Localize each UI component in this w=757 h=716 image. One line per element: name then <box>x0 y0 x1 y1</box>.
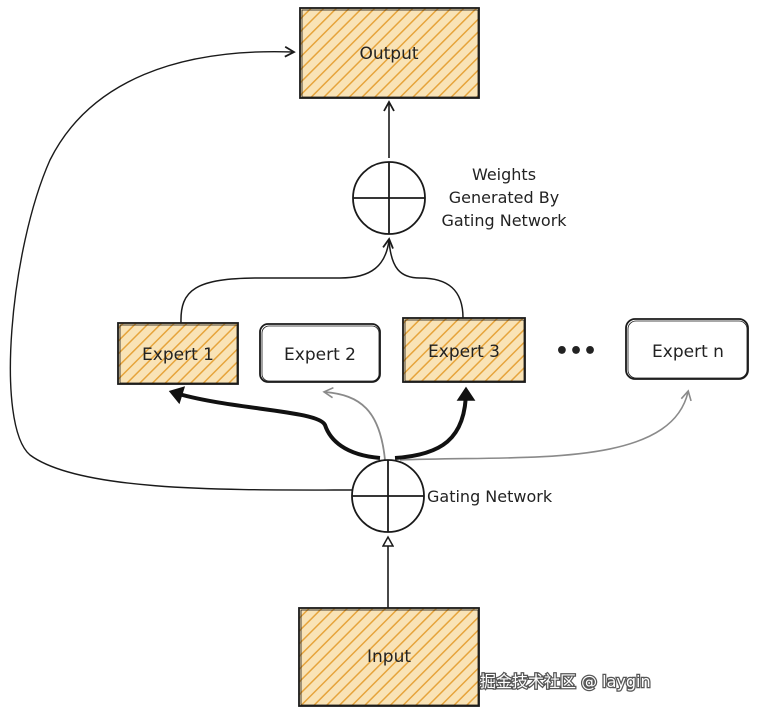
expert-1-label: Expert 1 <box>142 345 214 365</box>
route-to-expert-2 <box>322 386 386 461</box>
route-to-expert-n <box>399 389 692 461</box>
skip-connection-arrow <box>9 45 353 491</box>
expert-2-node: Expert 2 <box>259 323 381 383</box>
input-node: Input <box>298 607 480 707</box>
expert-2-label: Expert 2 <box>284 345 356 365</box>
weighted-sum-icon <box>352 161 426 235</box>
gating-network-label: Gating Network <box>427 487 553 506</box>
output-label: Output <box>359 44 418 64</box>
more-experts-ellipsis: ••• <box>555 339 597 364</box>
gating-network-icon <box>351 459 425 533</box>
watermark-text: 掘金技术社区 @ laygin <box>480 672 651 691</box>
weights-label-line1: Weights <box>472 165 536 184</box>
input-label: Input <box>367 647 411 667</box>
expert1-to-sum-connector <box>180 237 394 324</box>
output-node: Output <box>299 7 480 99</box>
watermark: 掘金技术社区 @ laygin <box>479 671 652 693</box>
expert-3-label: Expert 3 <box>428 342 500 362</box>
weights-label-line2: Generated By <box>449 188 559 207</box>
expert3-to-sum-connector <box>388 239 464 319</box>
expert-3-node: Expert 3 <box>402 317 526 383</box>
expert-1-node: Expert 1 <box>117 322 239 385</box>
expert-n-label: Expert n <box>652 342 724 362</box>
weights-label-line3: Gating Network <box>441 211 567 230</box>
route-to-expert-1 <box>168 386 381 460</box>
expert-n-node: Expert n <box>625 318 749 380</box>
route-to-expert-3 <box>394 386 476 460</box>
